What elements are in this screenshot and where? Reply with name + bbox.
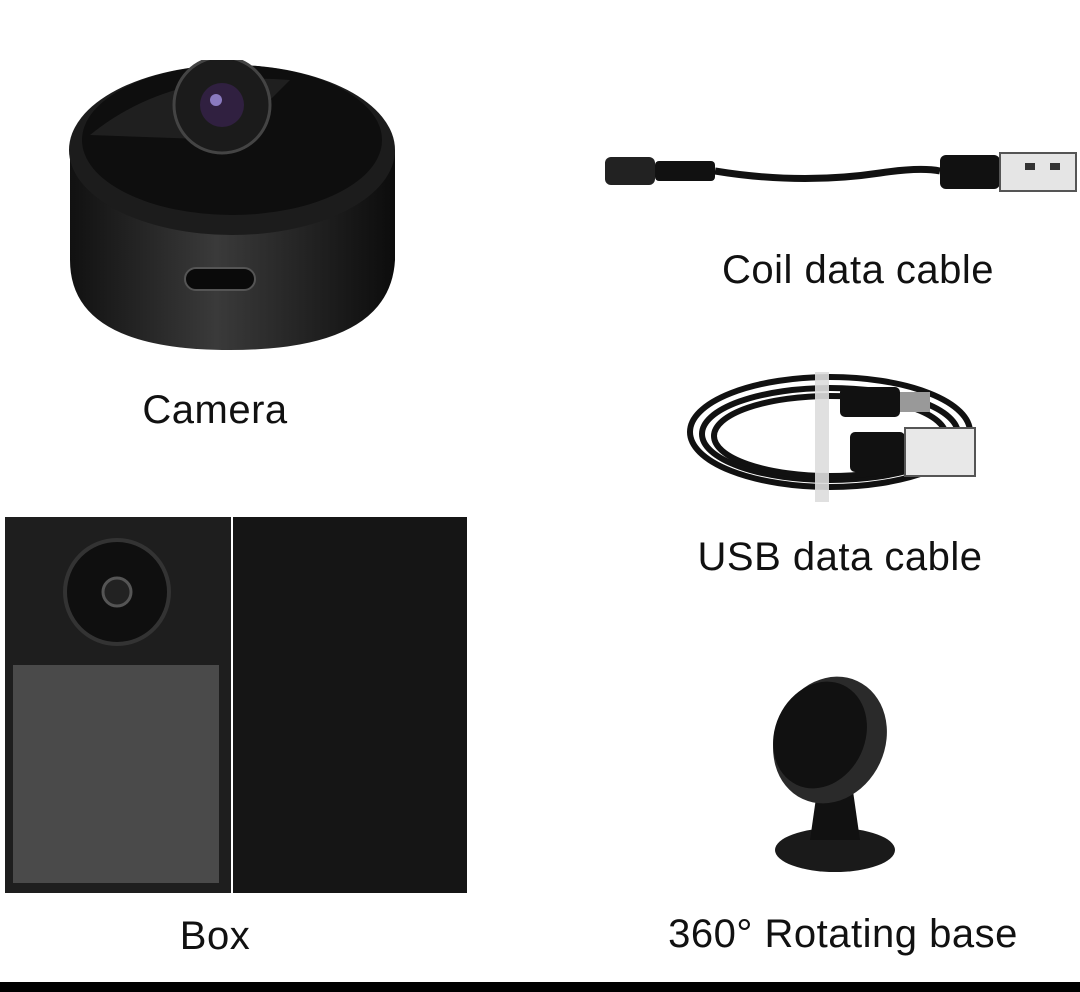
- rotating-base-image: [773, 676, 895, 872]
- usb-data-cable-image: [687, 372, 976, 502]
- box-label: Box: [179, 914, 251, 958]
- rotating-base-label: 360° Rotating base: [668, 912, 1018, 956]
- usb-data-cable-label: USB data cable: [697, 535, 983, 579]
- camera-label: Camera: [142, 388, 288, 432]
- coil-data-cable-image: [605, 152, 1077, 192]
- bottom-bar: [0, 982, 1080, 992]
- coil-data-cable-label: Coil data cable: [721, 248, 995, 292]
- camera-image: [69, 60, 395, 350]
- box-image: [5, 517, 467, 893]
